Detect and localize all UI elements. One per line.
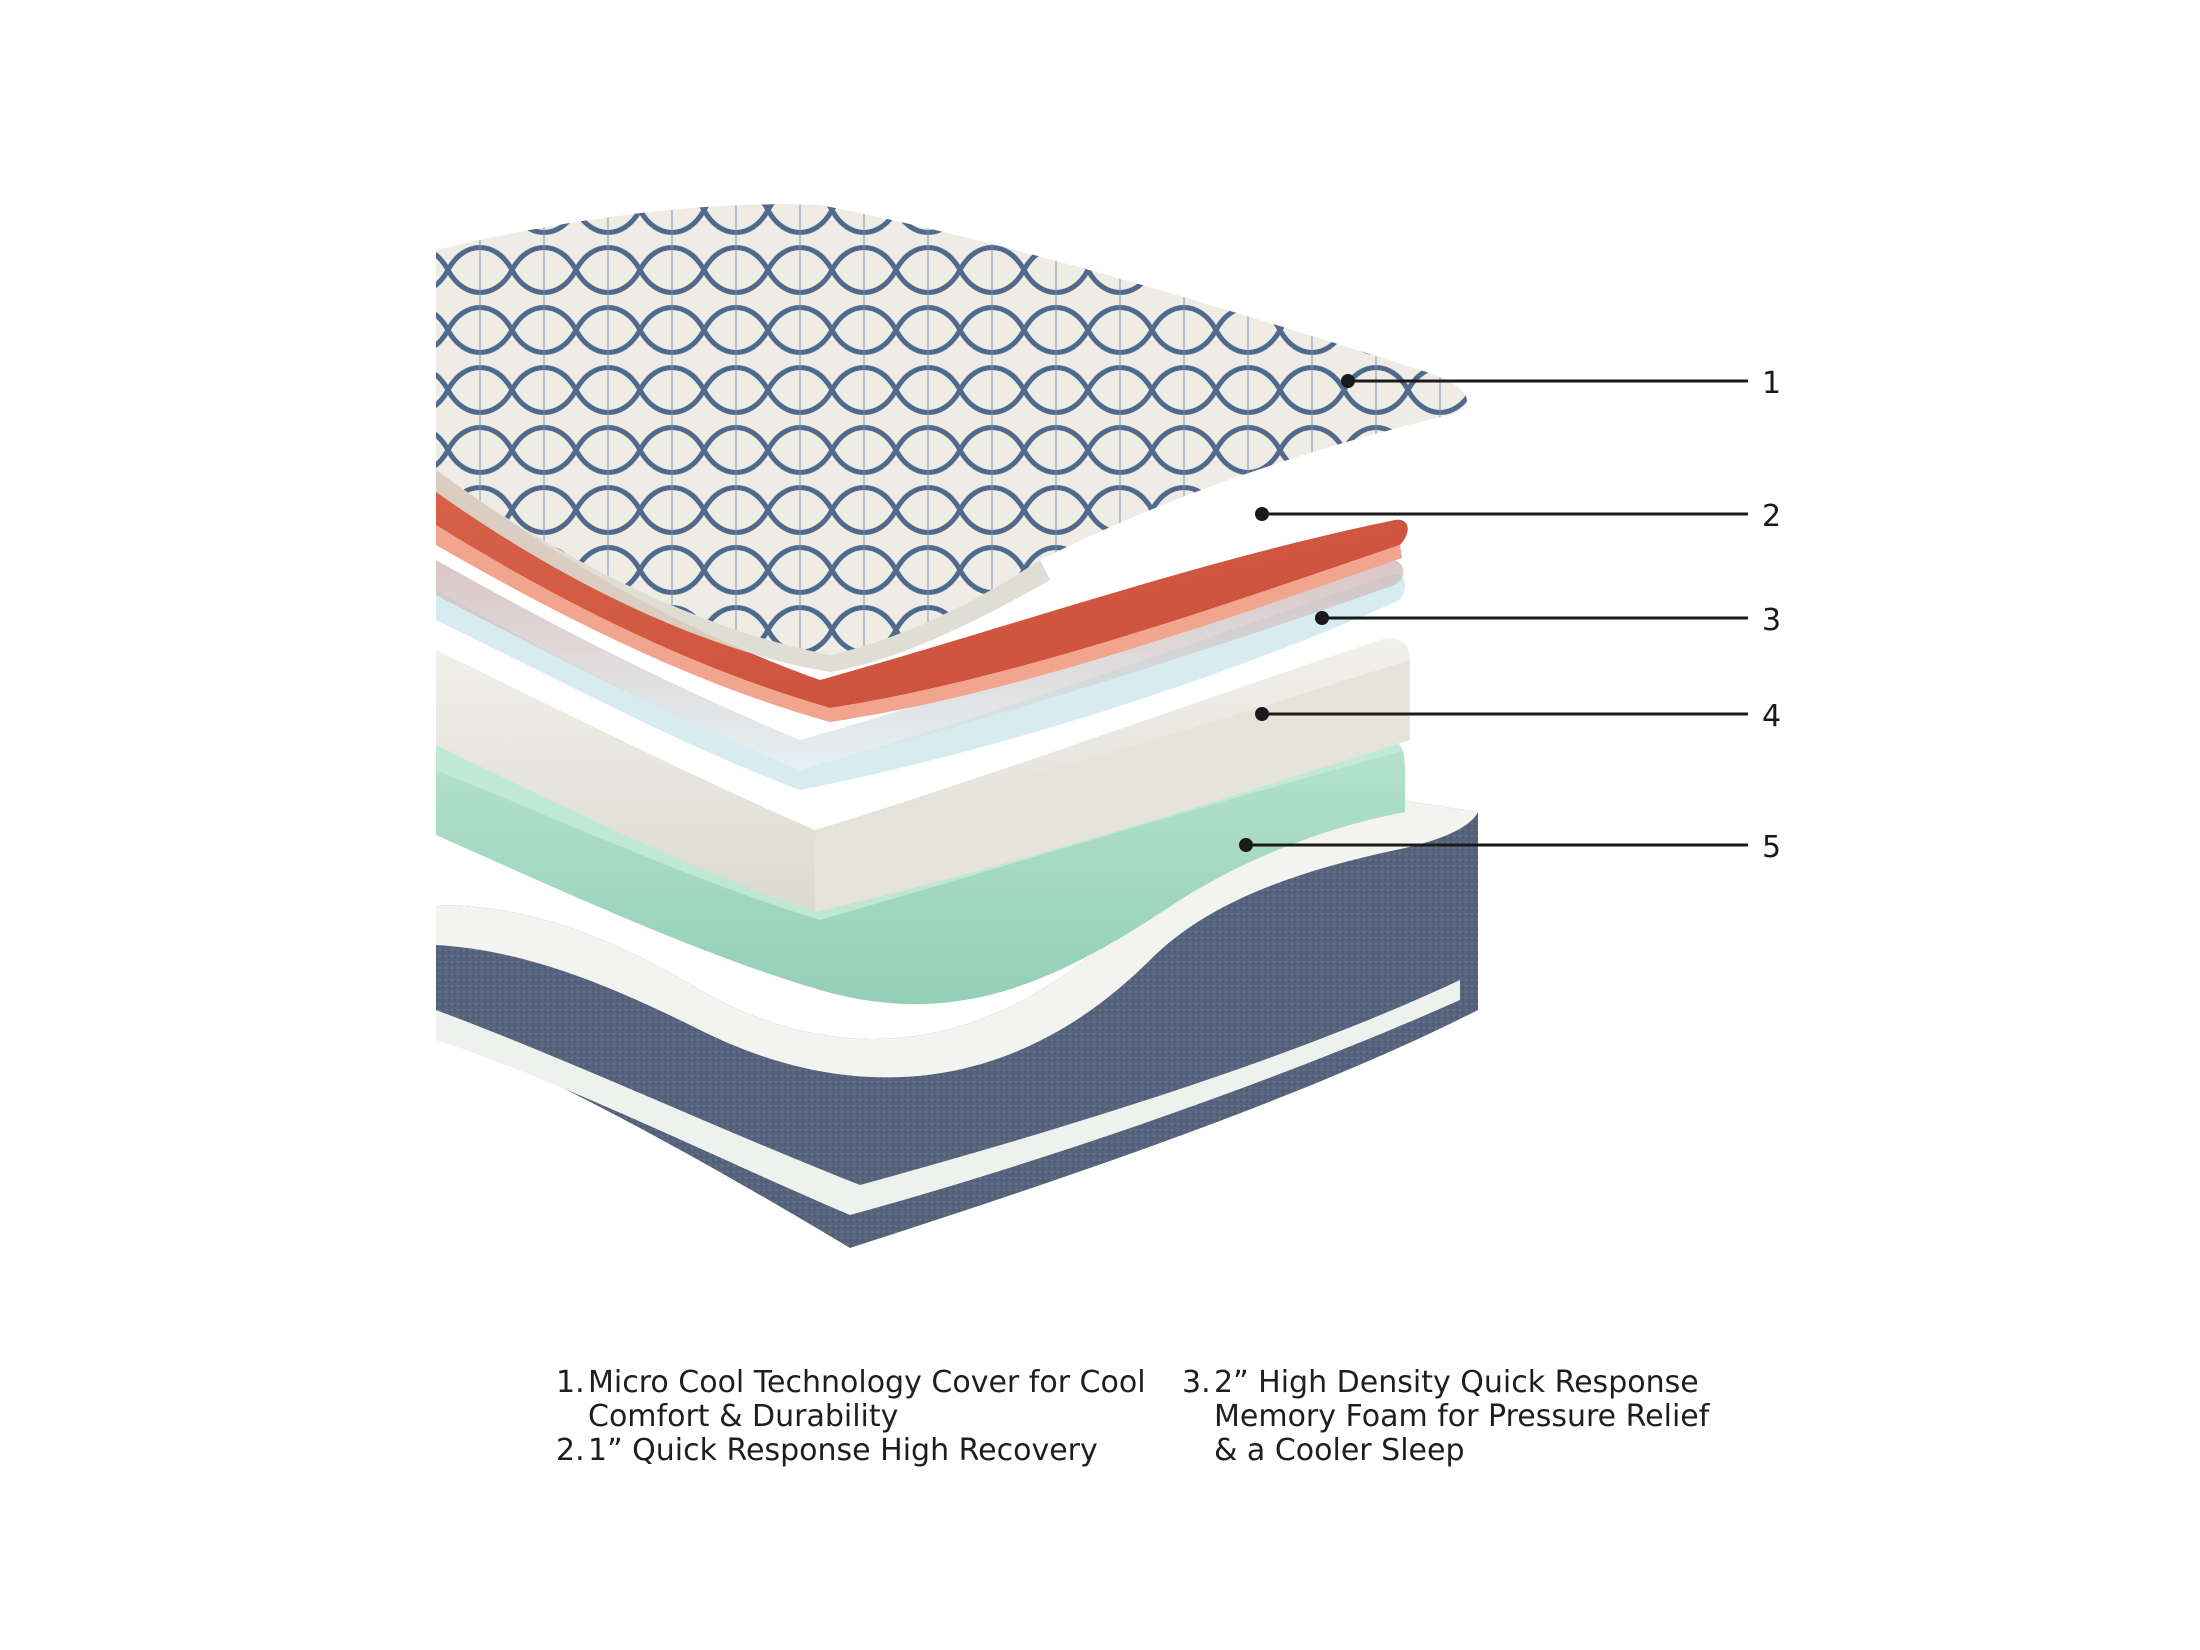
callout-leaders [1239, 374, 1748, 852]
gel-foam-layer [436, 574, 1406, 790]
leader-dot-1 [1341, 374, 1355, 388]
legend-right-column: 3. 2” High Density Quick Response Memory… [1182, 1366, 1742, 1468]
leader-dot-2 [1255, 507, 1269, 521]
callout-number-3: 3 [1762, 603, 1781, 638]
legend-item: 3. 2” High Density Quick Response Memory… [1182, 1366, 1742, 1468]
legend-item-text: Micro Cool Technology Cover for Cool Com… [588, 1366, 1146, 1434]
leader-dot-4 [1255, 707, 1269, 721]
legend-item: 1. Micro Cool Technology Cover for Cool … [556, 1366, 1156, 1434]
coral-foam-edge [436, 525, 1402, 722]
callout-number-1: 1 [1762, 366, 1781, 401]
callout-number-4: 4 [1762, 699, 1781, 734]
legend-item-number: 2. [556, 1433, 585, 1468]
coral-foam-layer [436, 470, 1408, 708]
white-foam-front-edge [815, 660, 1410, 912]
leader-dot-5 [1239, 838, 1253, 852]
white-foam-layer [436, 638, 1410, 912]
legend-left-column: 1. Micro Cool Technology Cover for Cool … [556, 1366, 1156, 1468]
legend-item-text: 1” Quick Response High Recovery [588, 1433, 1098, 1468]
callout-number-5: 5 [1762, 830, 1781, 865]
gel-foam-top [436, 559, 1404, 770]
base-inner-bottom [436, 980, 1460, 1215]
legend-item-number: 3. [1182, 1366, 1211, 1400]
cover-layer [436, 204, 1467, 655]
legend-item-text: 2” High Density Quick Response Memory Fo… [1214, 1366, 1710, 1468]
callout-number-2: 2 [1762, 499, 1781, 534]
legend-item: 2. 1” Quick Response High Recovery [556, 1434, 1156, 1468]
legend-item-number: 1. [556, 1366, 585, 1400]
leader-dot-3 [1315, 611, 1329, 625]
